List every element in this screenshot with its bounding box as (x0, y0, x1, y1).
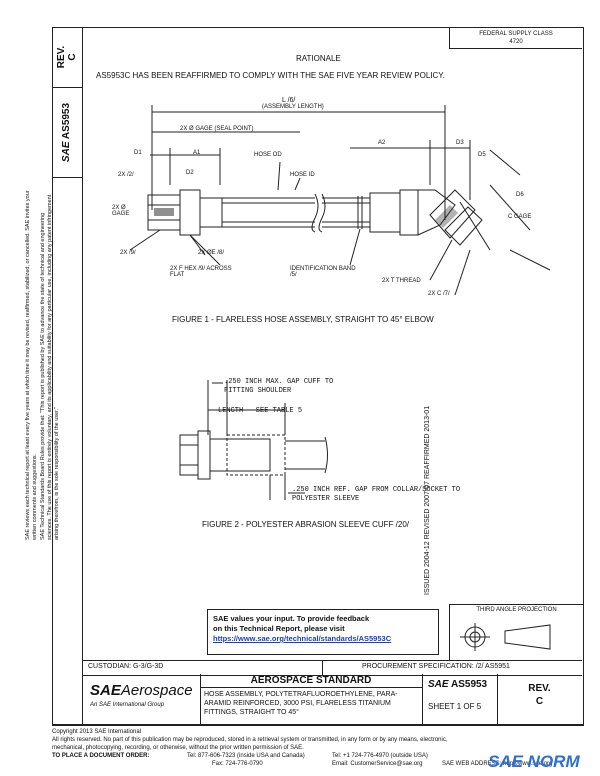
title-divider-1 (200, 674, 201, 724)
rev-value-bottom: C (535, 696, 544, 707)
standard-title: AEROSPACE STANDARD (250, 675, 372, 686)
title-divider-2 (422, 674, 423, 724)
sae-aerospace-logo: SAEAerospace (90, 682, 193, 699)
left-column-rule (82, 27, 83, 724)
sae-norm-watermark: SAE NORM (488, 752, 580, 771)
sae-logo-tag: An SAE International Group (90, 702, 165, 708)
fig2-gap-top: .250 INCH MAX. GAP CUFF TO FITTING SHOUL… (224, 378, 334, 395)
bottom-border (52, 724, 583, 725)
fig1-e8: 2X ØE /8/ (198, 250, 225, 256)
fig2-length: LENGTH - SEE TABLE 5 (218, 407, 303, 415)
third-angle-symbol (460, 623, 551, 651)
fig1-thread: 2X T THREAD (382, 278, 421, 284)
custodian: CUSTODIAN: G-3/G-3D (88, 663, 164, 670)
footer-web[interactable]: SAE WEB ADDRESS: http://www.sae.org (442, 761, 553, 767)
sae-mark-side: SAE (61, 141, 73, 162)
rev-value-top: C (66, 53, 78, 61)
footer-copyright: Copyright 2013 SAE International (52, 729, 142, 735)
feedback-line1: SAE values your input. To provide feedba… (213, 614, 370, 623)
fig1-d1: D1 (134, 150, 142, 156)
feedback-link[interactable]: https://www.sae.org/technical/standards/… (213, 634, 392, 643)
fig1-hose-id: HOSE ID (290, 172, 315, 178)
fed-class-label: FEDERAL SUPPLY CLASS (479, 31, 553, 37)
footer-tel2: Tel: +1 724-776-4970 (outside USA) (332, 753, 428, 759)
issue-dates-text: ISSUED 2004-12 REVISED 2007-07 REAFFIRME… (424, 405, 431, 595)
figure-1-caption: FIGURE 1 - FLARELESS HOSE ASSEMBLY, STRA… (172, 315, 434, 324)
figure-2-drawing (179, 380, 328, 500)
fig1-hose-od: HOSE OD (254, 152, 282, 158)
doc-number-side-box: SAE AS5953 (52, 87, 82, 178)
issue-dates: ISSUED 2004-12 REVISED 2007-07 REAFFIRME… (424, 286, 431, 595)
rev-box-top: REV. C (52, 27, 82, 88)
feedback-line2: on this Technical Report, please visit (213, 624, 345, 633)
sheet-number: SHEET 1 OF 5 (428, 702, 482, 711)
fig1-d5: D5 (478, 152, 486, 158)
title-block: SAEAerospace An SAE International Group … (82, 674, 582, 724)
description: HOSE ASSEMBLY, POLYTETRAFLUOROETHYLENE, … (204, 691, 398, 716)
rationale-text: AS5953C HAS BEEN REAFFIRMED TO COMPLY WI… (96, 71, 445, 80)
sae-mark-bottom: SAE (428, 679, 449, 690)
rationale-title: RATIONALE (296, 54, 341, 63)
feedback-box: SAE values your input. To provide feedba… (207, 609, 439, 655)
footer-rights: All rights reserved. No part of this pub… (52, 737, 448, 751)
custodian-divider (322, 661, 323, 675)
doc-number-side: AS5953 (61, 102, 73, 139)
procurement-spec: PROCUREMENT SPECIFICATION: /2/ AS5951 (362, 663, 510, 670)
fig1-gage-seal: 2X Ø GAGE (SEAL POINT) (180, 126, 254, 132)
projection-box: THIRD ANGLE PROJECTION (449, 604, 583, 660)
fed-class-value: 4720 (509, 39, 523, 45)
federal-supply-class: FEDERAL SUPPLY CLASS 4720 (449, 27, 582, 49)
title-divider-3 (497, 674, 498, 724)
fig1-d3: D3 (456, 140, 464, 146)
fig1-c-gage: C GAGE (508, 214, 532, 220)
projection-label: THIRD ANGLE PROJECTION (476, 607, 557, 613)
fig1-tag-2: 2X /2/ (118, 172, 134, 178)
fig1-length: L /6/ (282, 97, 296, 104)
footer-fax: Fax: 724-776-0790 (212, 761, 263, 767)
fig1-id-band: IDENTIFICATION BAND /5/ (290, 266, 356, 278)
fig1-assembly-length: (ASSEMBLY LENGTH) (262, 104, 324, 110)
drawing-frame (52, 27, 584, 726)
fig2-gap-bottom: .250 INCH REF. GAP FROM COLLAR/SOCKET TO… (292, 486, 461, 503)
rev-block: REV. C (497, 682, 582, 708)
fig1-d2: D2 (186, 170, 194, 176)
fig1-a2: A2 (378, 140, 386, 146)
fig1-d6: D6 (516, 192, 524, 198)
figure-1-drawing (129, 105, 551, 296)
fig1-c7: 2X C /7/ (428, 291, 450, 297)
doc-number-block: SAE AS5953 (428, 679, 487, 690)
rev-label-top: REV. (55, 45, 67, 69)
footer-order-label: TO PLACE A DOCUMENT ORDER: (52, 753, 150, 759)
figure-2-caption: FIGURE 2 - POLYESTER ABRASION SLEEVE CUF… (202, 520, 410, 529)
sae-logo-main: SAE (90, 682, 121, 699)
footer-email: Email: CustomerService@sae.org (332, 761, 423, 767)
doc-number: AS5953 (450, 679, 488, 690)
fig1-gage-2x: 2X Ø GAGE (112, 205, 130, 217)
fig1-hex: 2X F HEX /9/ ACROSS FLAT (170, 266, 232, 278)
fig1-a1: A1 (193, 150, 201, 156)
left-note-2: SAE reviews each technical report at lea… (25, 190, 38, 540)
custodian-row: CUSTODIAN: G-3/G-3D PROCUREMENT SPECIFIC… (82, 660, 582, 676)
footer-tel: Tel: 877-606-7323 (inside USA and Canada… (187, 753, 305, 759)
title-rule (200, 687, 422, 688)
rev-label-bottom: REV. (528, 683, 551, 694)
fig1-nine: 2X /9/ (120, 250, 136, 256)
sae-logo-sub: Aerospace (120, 682, 193, 699)
footer: Copyright 2013 SAE International All rig… (52, 728, 582, 768)
